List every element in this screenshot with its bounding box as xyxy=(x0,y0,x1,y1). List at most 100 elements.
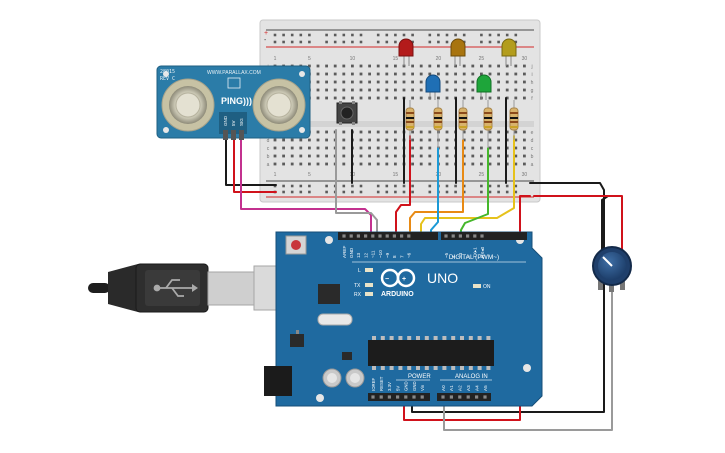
breadboard-hole[interactable] xyxy=(359,88,363,92)
rail-hole[interactable] xyxy=(282,190,285,194)
breadboard-hole[interactable] xyxy=(454,88,457,92)
breadboard-hole[interactable] xyxy=(368,162,371,166)
breadboard-hole[interactable] xyxy=(316,64,320,68)
rail-hole[interactable] xyxy=(273,40,277,44)
breadboard-hole[interactable] xyxy=(385,88,389,92)
breadboard-hole[interactable] xyxy=(316,146,320,150)
wire-gnd-rail-to-arduino[interactable] xyxy=(411,182,605,413)
rail-hole[interactable] xyxy=(282,33,285,37)
breadboard-hole[interactable] xyxy=(282,138,285,142)
breadboard-hole[interactable] xyxy=(290,154,294,158)
breadboard-hole[interactable] xyxy=(514,138,518,142)
breadboard-hole[interactable] xyxy=(505,72,509,76)
yellow-led[interactable] xyxy=(501,38,517,66)
rail-hole[interactable] xyxy=(376,40,380,44)
breadboard-hole[interactable] xyxy=(325,146,328,150)
header-pin[interactable] xyxy=(483,395,487,399)
rail-hole[interactable] xyxy=(325,184,328,188)
breadboard-hole[interactable] xyxy=(419,80,423,84)
breadboard-hole[interactable] xyxy=(445,162,449,166)
breadboard-hole[interactable] xyxy=(316,138,320,142)
rail-hole[interactable] xyxy=(290,184,294,188)
breadboard-hole[interactable] xyxy=(368,64,371,68)
breadboard-hole[interactable] xyxy=(368,138,371,142)
breadboard-hole[interactable] xyxy=(480,130,483,134)
breadboard-hole[interactable] xyxy=(316,80,320,84)
breadboard-hole[interactable] xyxy=(376,96,380,100)
resistor-5[interactable] xyxy=(509,100,519,140)
breadboard-hole[interactable] xyxy=(342,146,346,150)
breadboard-hole[interactable] xyxy=(368,154,371,158)
header-pin[interactable] xyxy=(342,234,346,238)
rail-hole[interactable] xyxy=(308,40,311,44)
breadboard-hole[interactable] xyxy=(368,130,371,134)
breadboard-hole[interactable] xyxy=(385,154,389,158)
rail-hole[interactable] xyxy=(454,33,457,37)
rail-hole[interactable] xyxy=(480,184,483,188)
breadboard-hole[interactable] xyxy=(342,138,346,142)
breadboard-hole[interactable] xyxy=(308,146,311,150)
rail-hole[interactable] xyxy=(359,190,363,194)
breadboard-hole[interactable] xyxy=(385,72,389,76)
rail-hole[interactable] xyxy=(394,190,397,194)
rail-hole[interactable] xyxy=(428,40,432,44)
rail-hole[interactable] xyxy=(480,33,483,37)
breadboard-hole[interactable] xyxy=(437,72,440,76)
breadboard-hole[interactable] xyxy=(428,130,432,134)
breadboard-hole[interactable] xyxy=(394,130,397,134)
breadboard-hole[interactable] xyxy=(376,162,380,166)
breadboard-hole[interactable] xyxy=(316,130,320,134)
rail-hole[interactable] xyxy=(505,190,509,194)
breadboard-hole[interactable] xyxy=(282,154,285,158)
breadboard-hole[interactable] xyxy=(411,64,414,68)
breadboard-hole[interactable] xyxy=(325,96,328,100)
rail-hole[interactable] xyxy=(333,33,337,37)
breadboard-hole[interactable] xyxy=(325,64,328,68)
breadboard-hole[interactable] xyxy=(462,96,466,100)
header-pin[interactable] xyxy=(371,234,375,238)
breadboard-hole[interactable] xyxy=(454,64,457,68)
breadboard-hole[interactable] xyxy=(514,64,518,68)
header-pin[interactable] xyxy=(396,395,400,399)
breadboard-hole[interactable] xyxy=(471,96,475,100)
breadboard-hole[interactable] xyxy=(308,64,311,68)
breadboard-hole[interactable] xyxy=(488,96,492,100)
breadboard-hole[interactable] xyxy=(376,72,380,76)
breadboard-hole[interactable] xyxy=(325,130,328,134)
header-pin[interactable] xyxy=(364,234,368,238)
orange-led[interactable] xyxy=(450,38,466,66)
breadboard-hole[interactable] xyxy=(299,162,303,166)
resistor-1[interactable] xyxy=(405,100,415,140)
breadboard-hole[interactable] xyxy=(273,162,277,166)
rail-hole[interactable] xyxy=(488,40,492,44)
breadboard-hole[interactable] xyxy=(523,154,526,158)
breadboard-hole[interactable] xyxy=(462,80,466,84)
breadboard-hole[interactable] xyxy=(359,146,363,150)
rail-hole[interactable] xyxy=(462,184,466,188)
breadboard-hole[interactable] xyxy=(411,138,414,142)
rail-hole[interactable] xyxy=(385,40,389,44)
rail-hole[interactable] xyxy=(402,184,406,188)
rail-hole[interactable] xyxy=(437,33,440,37)
header-pin[interactable] xyxy=(458,395,462,399)
breadboard-hole[interactable] xyxy=(419,146,423,150)
rail-hole[interactable] xyxy=(514,33,518,37)
power-jack[interactable] xyxy=(264,366,292,396)
breadboard-hole[interactable] xyxy=(376,64,380,68)
breadboard-hole[interactable] xyxy=(411,146,414,150)
rail-hole[interactable] xyxy=(290,40,294,44)
breadboard-hole[interactable] xyxy=(462,162,466,166)
rail-hole[interactable] xyxy=(428,184,432,188)
breadboard-hole[interactable] xyxy=(419,130,423,134)
wire-red-led[interactable] xyxy=(395,135,411,241)
breadboard-hole[interactable] xyxy=(385,146,389,150)
rail-hole[interactable] xyxy=(359,184,363,188)
rail-hole[interactable] xyxy=(445,184,449,188)
header-pin[interactable] xyxy=(379,395,383,399)
breadboard-hole[interactable] xyxy=(428,72,432,76)
rail-hole[interactable] xyxy=(411,33,414,37)
rail-hole[interactable] xyxy=(282,184,285,188)
breadboard-hole[interactable] xyxy=(359,80,363,84)
header-pin[interactable] xyxy=(420,395,424,399)
breadboard-hole[interactable] xyxy=(471,64,475,68)
